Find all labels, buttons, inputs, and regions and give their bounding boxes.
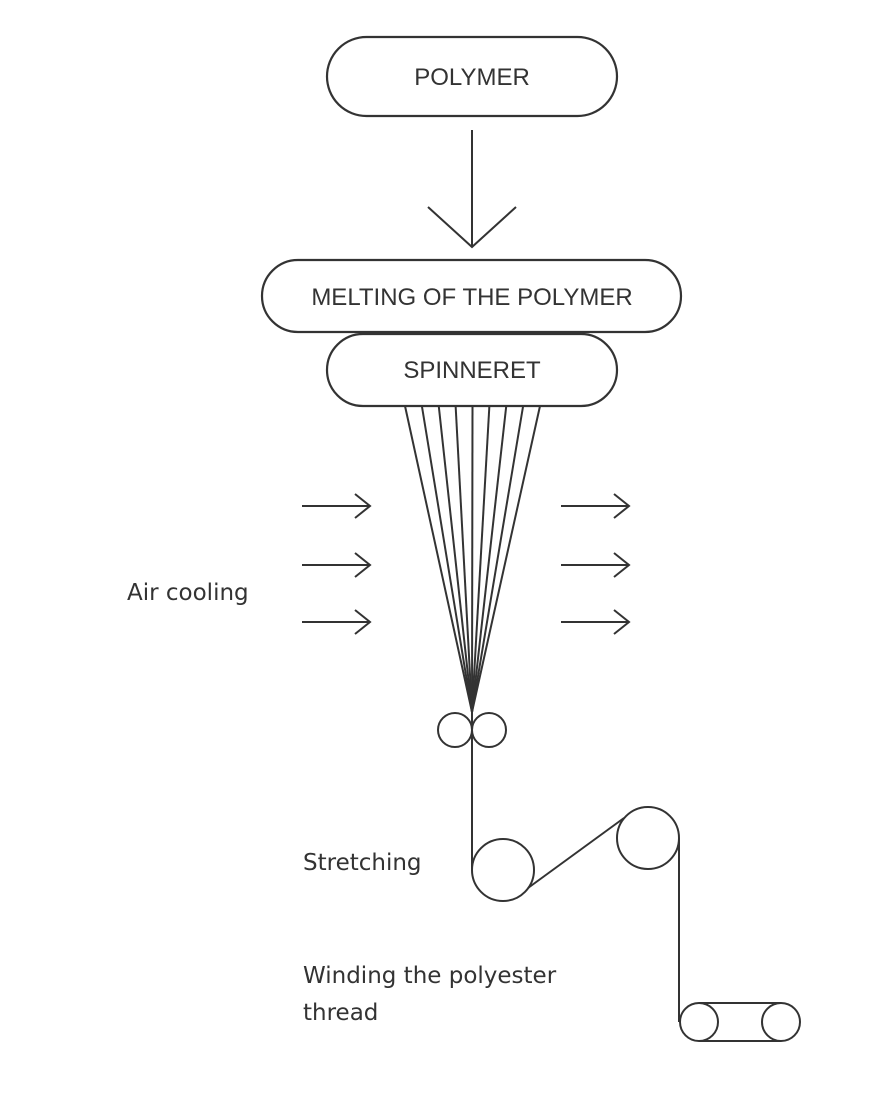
polymer-box: POLYMER — [325, 35, 619, 118]
air-arrows-right — [561, 493, 631, 635]
winding-label-line2: thread — [303, 1000, 378, 1026]
winding-label-line1: Winding the polyester — [303, 963, 557, 989]
air-arrow — [561, 609, 631, 635]
filament — [471, 405, 541, 713]
air-cooling-label: Air cooling — [127, 580, 249, 606]
air-arrow — [302, 493, 372, 519]
polymer-label: POLYMER — [414, 64, 530, 91]
thread-path — [471, 700, 680, 1022]
filament — [404, 405, 473, 713]
filament — [437, 405, 473, 713]
filament — [454, 405, 473, 713]
air-arrow — [561, 552, 631, 578]
melting-label: MELTING OF THE POLYMER — [311, 284, 632, 311]
stretching-label: Stretching — [303, 850, 422, 876]
air-arrow — [302, 552, 372, 578]
air-arrow — [302, 609, 372, 635]
winding-unit — [679, 1002, 801, 1042]
stretching-rollers — [471, 806, 680, 902]
filaments — [404, 405, 541, 713]
filament — [471, 405, 525, 713]
melting-box: MELTING OF THE POLYMER — [260, 258, 683, 334]
air-arrows-left — [302, 493, 372, 635]
filament — [420, 405, 473, 713]
spinneret-box: SPINNERET — [325, 332, 619, 408]
filament — [471, 405, 491, 713]
down-arrow — [427, 130, 517, 249]
air-arrow — [561, 493, 631, 519]
filament — [471, 405, 508, 713]
spinneret-label: SPINNERET — [403, 357, 541, 384]
filament — [471, 405, 474, 713]
